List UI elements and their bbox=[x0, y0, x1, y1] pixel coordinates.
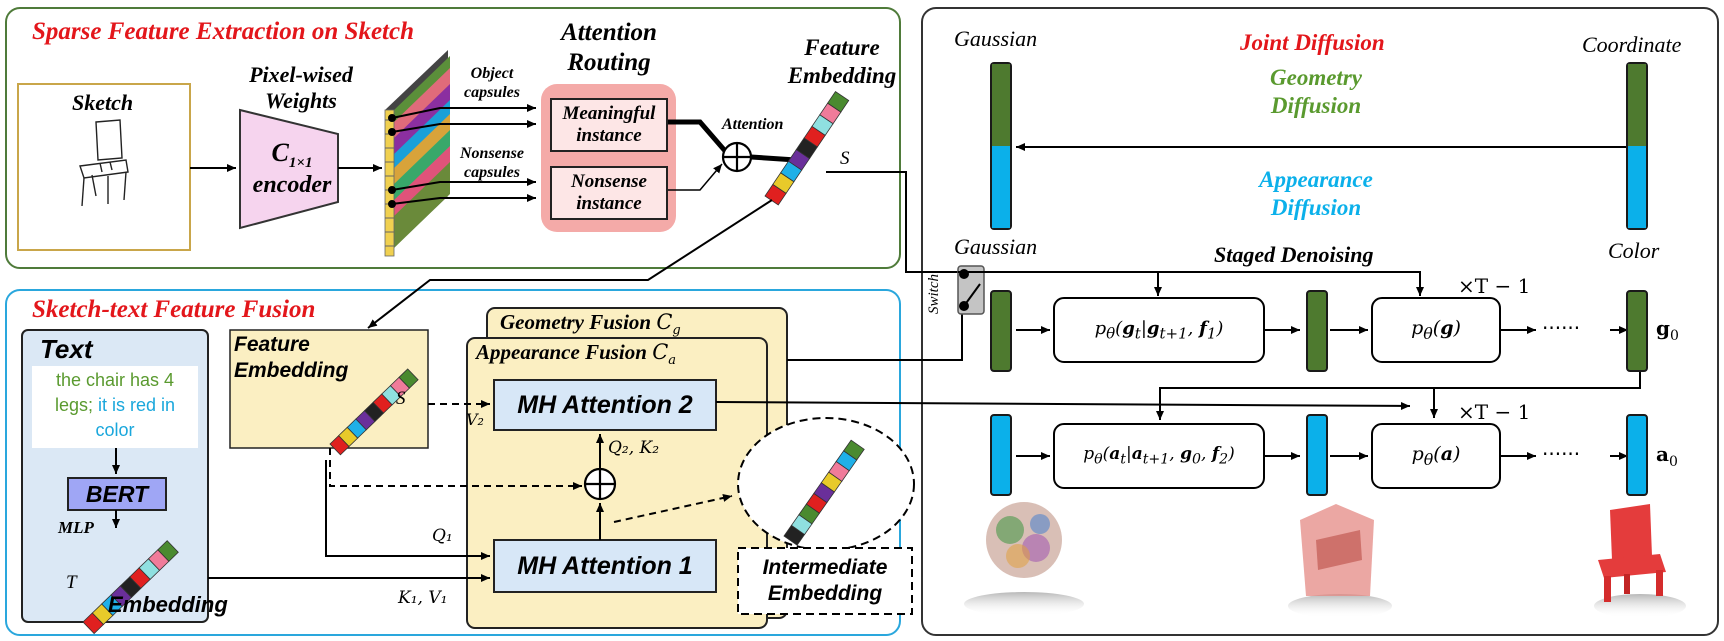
fusion-s-label: S bbox=[396, 388, 406, 409]
t-label: T bbox=[66, 572, 77, 593]
row1-mid-bar bbox=[1306, 290, 1328, 372]
dots-bottom: ······ bbox=[1542, 442, 1581, 466]
color-bar bbox=[1626, 146, 1648, 230]
row2-mid-bar bbox=[1306, 414, 1328, 496]
top-feature-embedding-title: Feature Embedding bbox=[787, 35, 897, 88]
bert-box bbox=[67, 477, 167, 511]
object-capsules-label: Object capsules bbox=[464, 65, 520, 101]
text-header: Text bbox=[40, 334, 93, 364]
mlp-label: MLP bbox=[58, 518, 94, 537]
text-prompt: the chair has 4 legs; it is red in color bbox=[54, 370, 176, 440]
repeat-bottom-label: ×T − 1 bbox=[1458, 400, 1531, 424]
pa-step-box bbox=[1053, 423, 1265, 489]
pg-box bbox=[1371, 297, 1501, 363]
text-embedding-label: Embedding bbox=[108, 592, 228, 617]
row1-out-bar bbox=[1626, 290, 1648, 372]
gaussian-geo-bar bbox=[990, 62, 1012, 148]
routing-title: Attention Routing bbox=[561, 19, 657, 76]
text-embedding-bar bbox=[82, 540, 179, 635]
pa-box bbox=[1371, 423, 1501, 489]
pg-step-label: pθ(gt|gt+1, f1) bbox=[1094, 317, 1224, 343]
q2k2-label: Q₂, K₂ bbox=[608, 438, 660, 458]
q1-label: Q₁ bbox=[432, 526, 453, 546]
pa-step-label: pθ(at|at+1, g0, f2) bbox=[1083, 444, 1235, 468]
intermediate-box bbox=[737, 547, 913, 615]
switch-label: Switch bbox=[926, 274, 942, 314]
gaussian-top-label: Gaussian bbox=[954, 26, 1038, 51]
staged-denoising-label: Staged Denoising bbox=[1214, 242, 1374, 267]
intermediate-label: Intermediate Embedding bbox=[762, 556, 888, 605]
v2-label: V₂ bbox=[466, 410, 484, 429]
nonsense-instance-box: Nonsense instance bbox=[550, 166, 668, 220]
appearance-diffusion-label: Appearance Diffusion bbox=[1259, 167, 1373, 220]
dots-top: ······ bbox=[1542, 316, 1581, 340]
row2-out-bar bbox=[1626, 414, 1648, 496]
nonsense-capsules-label: Nonsense capsules bbox=[459, 145, 524, 181]
point-cloud-chair bbox=[1594, 504, 1686, 618]
coordinate-bar bbox=[1626, 62, 1648, 148]
a0-label: a0 bbox=[1656, 442, 1678, 470]
geometry-fusion-label: Geometry Fusion Cg bbox=[500, 310, 681, 339]
encoder-label: C1×1 encoder bbox=[252, 138, 332, 199]
row2-noise-bar bbox=[990, 414, 1012, 496]
encoder-trapezoid bbox=[239, 108, 339, 230]
point-cloud-partial bbox=[1288, 504, 1392, 618]
feature-stack bbox=[384, 50, 450, 257]
gaussian-app-bar bbox=[990, 146, 1012, 230]
chair-sketch bbox=[79, 119, 129, 207]
top-embedding-bar bbox=[764, 90, 850, 206]
sparse-panel bbox=[5, 7, 901, 269]
repeat-top-label: ×T − 1 bbox=[1458, 274, 1531, 298]
intermediate-bar bbox=[783, 439, 865, 546]
geometry-diffusion-label: Geometry Diffusion bbox=[1270, 65, 1362, 118]
pa-label: pθ(a) bbox=[1411, 443, 1461, 469]
fusion-feature-label: Feature Embedding bbox=[234, 333, 349, 382]
attention-label: Attention bbox=[722, 116, 784, 133]
pg-step-box bbox=[1053, 297, 1265, 363]
mh1-box bbox=[493, 539, 717, 593]
point-cloud-gaussian bbox=[964, 502, 1084, 616]
mh1-label: MH Attention 1 bbox=[517, 551, 693, 580]
sketch-label: Sketch bbox=[72, 90, 134, 115]
sparse-title: Sparse Feature Extraction on Sketch bbox=[32, 18, 414, 45]
weights-label: Pixel-wised Weights bbox=[249, 62, 353, 113]
top-s-label: S bbox=[840, 148, 850, 169]
pg-label: pθ(g) bbox=[1411, 317, 1461, 343]
color-label: Color bbox=[1608, 238, 1660, 263]
row1-noise-bar bbox=[990, 290, 1012, 372]
joint-diffusion-label: Joint Diffusion bbox=[1240, 30, 1385, 55]
appearance-fusion-label: Appearance Fusion Ca bbox=[476, 340, 677, 369]
mh2-label: MH Attention 2 bbox=[517, 390, 693, 419]
meaningful-instance-box: Meaningful instance bbox=[550, 98, 668, 152]
fusion-embedding-bar bbox=[329, 368, 419, 456]
diffusion-panel bbox=[921, 7, 1719, 636]
bert-label: BERT bbox=[85, 480, 149, 507]
coordinate-label: Coordinate bbox=[1582, 32, 1682, 57]
g0-label: g0 bbox=[1656, 316, 1679, 344]
fusion-title: Sketch-text Feature Fusion bbox=[32, 296, 316, 323]
k1v1-label: K₁, V₁ bbox=[398, 588, 448, 608]
gaussian-mid-label: Gaussian bbox=[954, 234, 1038, 259]
mh2-box bbox=[493, 379, 717, 431]
